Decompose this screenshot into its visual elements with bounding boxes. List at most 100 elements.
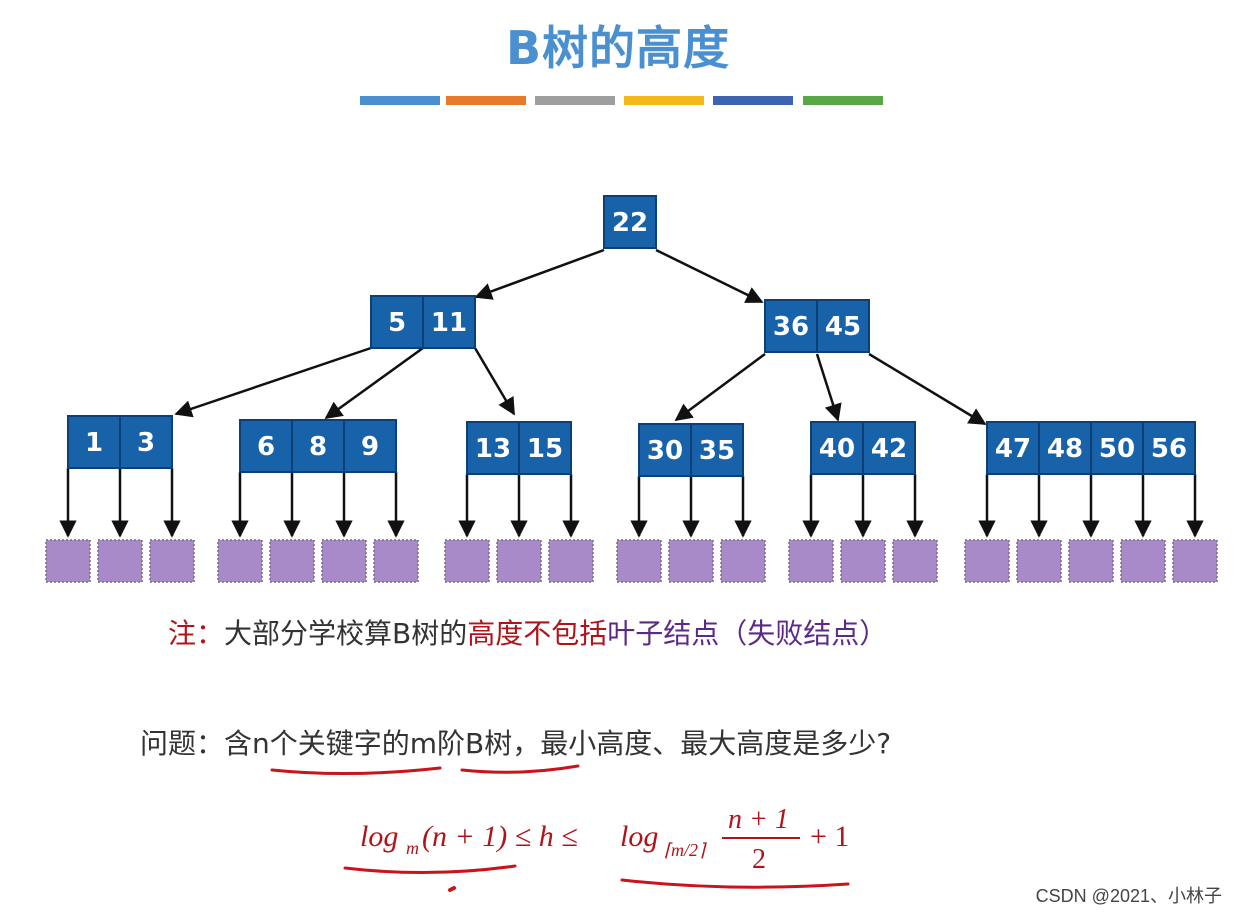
height-formula: log m (n + 1) ≤ h ≤ log ⌈m/2⌉ n + 1 2 + … bbox=[360, 804, 849, 875]
key-label: 42 bbox=[871, 434, 907, 464]
failure-node bbox=[892, 539, 938, 583]
color-bar-2 bbox=[446, 96, 526, 105]
key-label: 40 bbox=[819, 434, 855, 464]
edge-arrow bbox=[174, 346, 372, 418]
leaf-level-node: 47 48 50 56 bbox=[986, 421, 1196, 475]
note-text-3: 叶子结点（失败结点） bbox=[607, 617, 888, 650]
key-cell bbox=[816, 299, 870, 353]
edge-arrow bbox=[324, 346, 424, 420]
edge-arrow bbox=[868, 352, 987, 426]
color-bar-6 bbox=[803, 96, 883, 105]
key-cell bbox=[67, 415, 121, 469]
key-label: 36 bbox=[773, 312, 809, 342]
failure-node bbox=[321, 539, 367, 583]
formula-left-sub: m bbox=[406, 838, 419, 858]
key-label: 11 bbox=[431, 308, 467, 338]
failure-node bbox=[1068, 539, 1114, 583]
color-bar-4 bbox=[624, 96, 704, 105]
key-label: 8 bbox=[309, 432, 327, 462]
color-bar-1 bbox=[360, 96, 440, 105]
failure-node bbox=[840, 539, 886, 583]
key-label: 47 bbox=[995, 434, 1031, 464]
key-cell bbox=[422, 295, 476, 349]
failure-node bbox=[1016, 539, 1062, 583]
formula-denominator: 2 bbox=[752, 844, 766, 875]
failure-node bbox=[149, 539, 195, 583]
failure-node bbox=[444, 539, 490, 583]
key-label: 1 bbox=[85, 428, 103, 458]
formula-left-log: log bbox=[360, 820, 398, 853]
note-text-2: 高度不包括 bbox=[467, 617, 608, 650]
question-part-2: m阶B树 bbox=[409, 727, 513, 760]
key-cell bbox=[119, 415, 173, 469]
failure-node bbox=[217, 539, 263, 583]
key-label: 35 bbox=[699, 436, 735, 466]
key-label: 6 bbox=[257, 432, 275, 462]
failure-node bbox=[548, 539, 594, 583]
formula-numerator: n + 1 bbox=[728, 804, 789, 835]
leaf-level-node: 40 42 bbox=[810, 421, 916, 475]
question-line: 问题：含n个关键字的m阶B树，最小高度、最大高度是多少? bbox=[140, 722, 891, 762]
key-cell bbox=[862, 421, 916, 475]
key-cell bbox=[1142, 421, 1196, 475]
internal-node: 5 11 bbox=[370, 295, 476, 349]
page-title: B树的高度 bbox=[505, 21, 731, 75]
key-cell bbox=[239, 419, 293, 473]
formula-right-sub: ⌈m/2⌉ bbox=[664, 840, 707, 860]
key-cell bbox=[518, 421, 572, 475]
key-label: 45 bbox=[825, 312, 861, 342]
failure-node bbox=[45, 539, 91, 583]
key-cell bbox=[986, 421, 1040, 475]
key-label: 22 bbox=[612, 208, 648, 238]
note-text-1: 大部分学校算B树的 bbox=[224, 617, 468, 650]
note-line: 注：大部分学校算B树的高度不包括叶子结点（失败结点） bbox=[168, 612, 887, 652]
note-prefix: 注： bbox=[168, 617, 225, 650]
key-label: 56 bbox=[1151, 434, 1187, 464]
key-cell bbox=[1038, 421, 1092, 475]
formula-tail: + 1 bbox=[810, 820, 849, 853]
failure-node bbox=[964, 539, 1010, 583]
question-part-1: 含n个关键字的 bbox=[224, 727, 410, 760]
key-label: 15 bbox=[527, 434, 563, 464]
key-label: 30 bbox=[647, 436, 683, 466]
watermark: CSDN @2021、小林子 bbox=[1035, 886, 1222, 906]
edge-arrow bbox=[473, 347, 516, 416]
key-cell bbox=[638, 423, 692, 477]
failure-node bbox=[1120, 539, 1166, 583]
root-node: 22 bbox=[603, 195, 657, 249]
question-prefix: 问题： bbox=[140, 727, 225, 760]
failure-node bbox=[668, 539, 714, 583]
leaf-level-node: 6 8 9 bbox=[239, 419, 397, 473]
failure-node bbox=[720, 539, 766, 583]
color-bar-5 bbox=[713, 96, 793, 105]
edge-arrow bbox=[815, 353, 842, 422]
key-cell bbox=[810, 421, 864, 475]
failure-node bbox=[616, 539, 662, 583]
key-label: 5 bbox=[388, 308, 406, 338]
edge-arrow bbox=[655, 248, 764, 304]
failure-node bbox=[788, 539, 834, 583]
key-label: 50 bbox=[1099, 434, 1135, 464]
question-part-3: ，最小高度、最大高度是多少? bbox=[512, 727, 892, 760]
failure-node bbox=[373, 539, 419, 583]
failure-node bbox=[269, 539, 315, 583]
key-cell bbox=[690, 423, 744, 477]
failure-node bbox=[97, 539, 143, 583]
failure-node bbox=[1172, 539, 1218, 583]
key-label: 3 bbox=[137, 428, 155, 458]
key-cell bbox=[343, 419, 397, 473]
formula-right-log: log bbox=[620, 820, 658, 853]
internal-node: 36 45 bbox=[764, 299, 870, 353]
formula-left-arg: (n + 1) ≤ h ≤ bbox=[422, 820, 578, 853]
key-label: 48 bbox=[1047, 434, 1083, 464]
edge-arrow bbox=[674, 352, 766, 422]
color-bar-3 bbox=[535, 96, 615, 105]
leaf-level-node: 30 35 bbox=[638, 423, 744, 477]
key-cell bbox=[603, 195, 657, 249]
key-label: 9 bbox=[361, 432, 379, 462]
failure-node bbox=[496, 539, 542, 583]
